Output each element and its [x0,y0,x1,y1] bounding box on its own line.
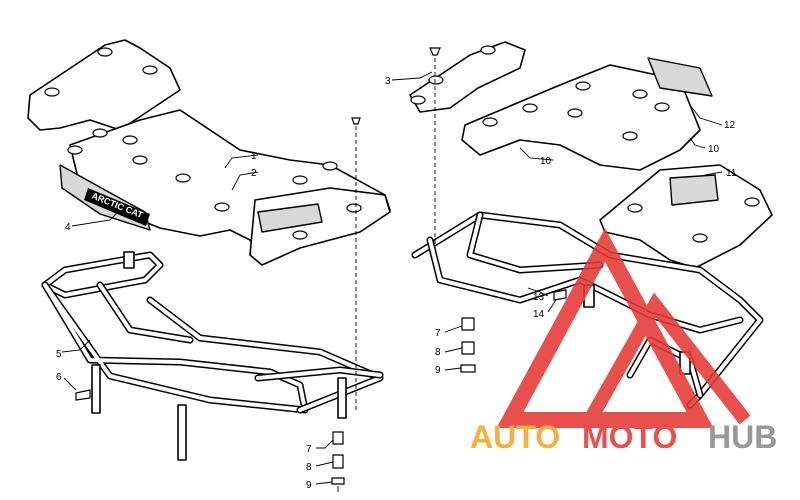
callout-7-right: 7 [435,328,441,339]
leader-lines [61,71,723,485]
watermark-moto: MOTO [582,419,677,455]
callout-11: 11 [726,168,737,179]
callout-4: 4 [65,222,71,233]
callout-2: 2 [251,168,257,179]
callout-10-a: 10 [540,156,552,167]
callout-9-left: 9 [306,480,312,491]
front-rack-cover: ARCTIC CAT [27,39,391,266]
callout-6: 6 [56,372,62,383]
callout-12: 12 [724,120,736,131]
callout-1: 1 [251,151,257,162]
rear-rack-cover [409,41,773,269]
rack-holes-right [410,45,760,243]
warning-label-right [669,174,719,206]
rack-holes-left [44,47,362,240]
callout-9-right: 9 [435,365,441,376]
watermark-hub: HUB [708,419,777,455]
callout-8-left: 8 [306,462,312,473]
callout-13: 13 [533,292,545,303]
front-rack-frame [41,251,384,461]
warning-label-left [257,203,323,233]
automotohub-watermark: AUTO MOTO HUB [470,228,777,455]
callout-10-b: 10 [708,144,720,155]
decal-12 [647,57,713,97]
hardware-right [429,47,567,373]
callout-7-left: 7 [306,444,312,455]
callout-14: 14 [533,309,545,320]
callout-5: 5 [56,349,62,360]
callout-8-right: 8 [435,347,441,358]
callout-3: 3 [385,76,391,87]
watermark-auto: AUTO [470,419,560,455]
callout-numbers: 1 2 3 4 5 6 7 8 9 7 8 9 10 10 11 12 13 1… [56,76,737,491]
hardware-left [75,117,361,492]
